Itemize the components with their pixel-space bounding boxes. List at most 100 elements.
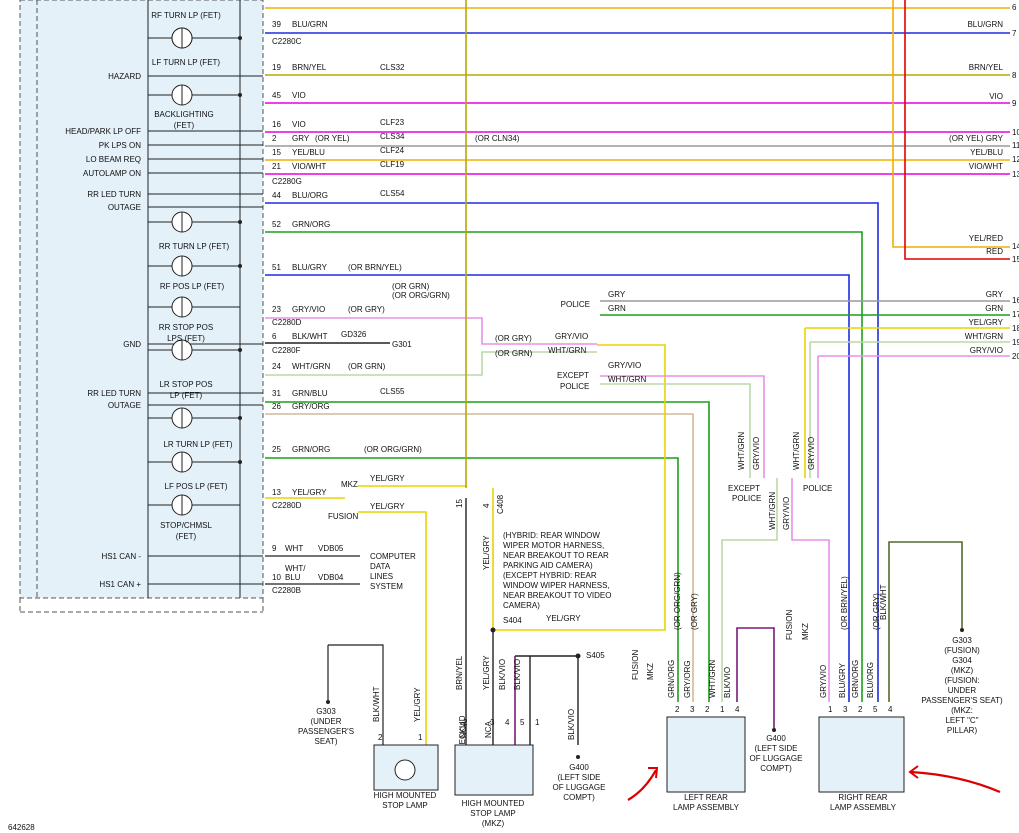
fet-label: LR TURN LP (FET) [163, 440, 232, 449]
ground-label: COMPT) [563, 793, 595, 802]
wire-color-label: GRN/ORG [292, 445, 330, 454]
circuit-label: CLS55 [380, 387, 405, 396]
ground-label: SEAT) [315, 737, 338, 746]
wire-color-label: BRN/YEL [292, 63, 327, 72]
note-label: (OR GRN) [348, 362, 386, 371]
wire-color-label: YEL/GRY [370, 474, 405, 483]
except-label: EXCEPT [557, 371, 589, 380]
wire-color-label: WHT/GRN [768, 492, 777, 530]
mkz-label: MKZ [801, 623, 810, 640]
wire [265, 413, 694, 702]
module-signal-label: PK LPS ON [99, 141, 141, 150]
ground-label: G303 [316, 707, 336, 716]
circuit-label: CLS54 [380, 189, 405, 198]
pin-number: 7 [1012, 29, 1017, 38]
pin-number: 13 [1012, 170, 1019, 179]
ground-label: (UNDER [310, 717, 341, 726]
pin-number: 25 [272, 445, 281, 454]
ground-label: (FUSION) [944, 646, 980, 655]
wire-color-label: GRY [292, 134, 310, 143]
wire-color-label: YEL/GRY [482, 535, 491, 570]
wire-color-label: YEL/BLU [970, 148, 1003, 157]
wire-color-label: VIO/WHT [969, 162, 1003, 171]
fet-label: LF POS LP (FET) [165, 482, 228, 491]
wire-color-label: BLK/VIO [498, 659, 507, 690]
wire [888, 541, 963, 702]
ground-label: G303 [952, 636, 972, 645]
pin-number: 20 [1012, 352, 1019, 361]
ground-icon [772, 728, 776, 732]
nca-label: NCA [484, 720, 493, 738]
module-signal-label: HEAD/PARK LP OFF [65, 127, 141, 136]
junction-dot [238, 416, 242, 420]
pin-number: 15 [1012, 255, 1019, 264]
wire-color-label: (OR GRY) [690, 593, 699, 630]
pin-number: 16 [1012, 296, 1019, 305]
fusion-label: FUSION [785, 610, 794, 640]
wire-color-label: YEL/RED [969, 234, 1003, 243]
wire [265, 202, 879, 702]
wire-color-label: WHT/GRN [965, 332, 1003, 341]
pin-number: 3 [843, 705, 848, 714]
wire-color-label: GRN [608, 304, 626, 313]
wire-color-label: GRY/VIO [819, 665, 828, 698]
pin-number: 1 [418, 733, 423, 742]
wire-color-label: BLU/GRN [292, 20, 328, 29]
circuit-label: CLF23 [380, 118, 405, 127]
module-signal-label: LO BEAM REQ [86, 155, 141, 164]
wire-color-label: RED [986, 247, 1003, 256]
pin-number: 39 [272, 20, 281, 29]
wire-color-label: WHT/GRN [792, 432, 801, 470]
nca-label: NCA [459, 720, 468, 738]
hmsl-mkz-box [454, 744, 534, 796]
ground-label: (LEFT SIDE [558, 773, 601, 782]
pin-number: 2 [705, 705, 710, 714]
connector-label: C2280F [272, 346, 301, 355]
wire-color-label: WHT/GRN [548, 346, 586, 355]
fet-label: RF POS LP (FET) [160, 282, 225, 291]
module-signal-label: AUTOLAMP ON [83, 169, 141, 178]
connector-label: C2280D [272, 318, 302, 327]
ground-label: G400 [569, 763, 589, 772]
wire-color-label: BLK/VIO [723, 667, 732, 698]
note-label: WINDOW WIPER HARNESS, [503, 581, 610, 590]
wire-color-label: BLU/GRN [967, 20, 1003, 29]
wire [265, 457, 679, 702]
pin-number: 2 [675, 705, 680, 714]
wire-color-label: YEL/GRY [546, 614, 581, 623]
component-title: RIGHT REAR [838, 793, 887, 802]
wire-color-label: GRN/ORG [851, 660, 860, 698]
module-signal-label: HS1 CAN - [101, 552, 141, 561]
module-signal-label: GND [123, 340, 141, 349]
left-rear-lamp-box [666, 716, 746, 793]
splice-label: S404 [503, 616, 522, 625]
wire-color-label: GRY [986, 290, 1004, 299]
wire-color-label: VIO [292, 120, 306, 129]
pin-number: 19 [272, 63, 281, 72]
pin-number: 24 [272, 362, 281, 371]
pin-number: 1 [535, 718, 540, 727]
pin-number: 6 [272, 332, 277, 341]
note-label: WIPER MOTOR HARNESS, [503, 541, 604, 550]
fet-label: LP (FET) [170, 391, 203, 400]
wire-color-label: GRN/ORG [292, 220, 330, 229]
wire-color-label: WHT/ [285, 564, 306, 573]
wire-color-label: GRY/VIO [752, 437, 761, 470]
wire-color-label: BLK/WHT [292, 332, 328, 341]
component-title: LAMP ASSEMBLY [673, 803, 740, 812]
wire-color-label: GRN/ORG [667, 660, 676, 698]
fet-label: LPS (FET) [167, 334, 205, 343]
wire-color-label: VIO [292, 91, 306, 100]
wire [265, 274, 850, 702]
pin-number: 5 [873, 705, 878, 714]
wire-color-label: YEL/GRY [413, 687, 422, 722]
ground-icon [576, 755, 580, 759]
body-control-module [19, 0, 264, 599]
fet-label: (FET) [176, 532, 197, 541]
wire-color-label: VIO [989, 92, 1003, 101]
pin-number: 51 [272, 263, 281, 272]
component-title: STOP LAMP [470, 809, 516, 818]
wire-color-label: BLU/GRY [292, 263, 328, 272]
computer-label: LINES [370, 572, 393, 581]
pin-number: 3 [690, 705, 695, 714]
